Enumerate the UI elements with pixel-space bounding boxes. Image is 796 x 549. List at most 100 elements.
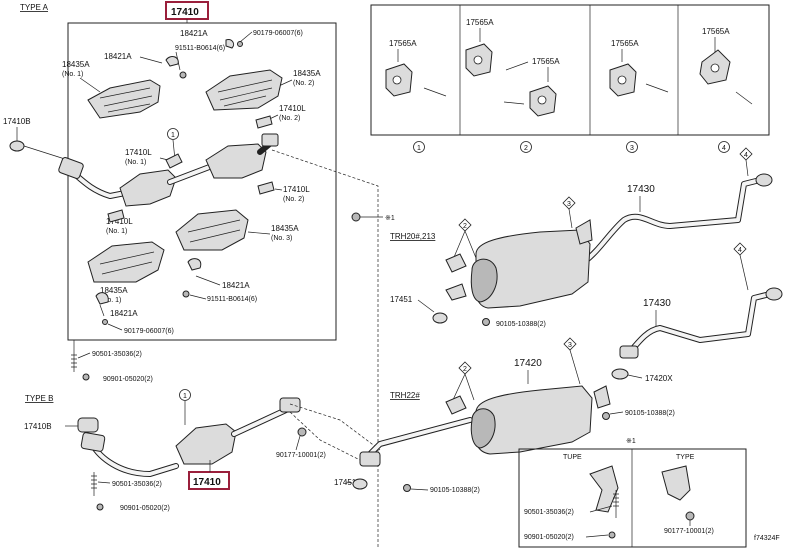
clamp-18421A-a	[165, 56, 179, 67]
flange-upper	[445, 283, 467, 301]
inset-right-bracket	[661, 465, 691, 501]
svg-text:4: 4	[722, 145, 726, 152]
part-90177-2[interactable]: 90177-10001(2)	[664, 528, 714, 535]
part-17565A-3[interactable]: 17565A	[532, 57, 560, 66]
bracket-17410L-4	[107, 209, 125, 223]
inset-star: ※1	[626, 438, 636, 445]
part-17410B-b[interactable]: 17410B	[24, 422, 52, 431]
callout-4-insulator	[718, 141, 730, 153]
inset-right-title: TYPE	[676, 454, 695, 461]
part-17410B[interactable]: 17410B	[3, 117, 31, 126]
part-90177-1[interactable]: 90177-10001(2)	[276, 452, 326, 459]
part-18435A-4[interactable]: 18435A	[100, 286, 128, 295]
svg-text:1: 1	[417, 145, 421, 152]
part-17430-2[interactable]: 17430	[643, 298, 671, 309]
bracket-17410L-3	[257, 181, 275, 195]
engine-label-trh: TRH22#	[390, 391, 420, 400]
part-90179-2[interactable]: 90179-06007(6)	[124, 328, 174, 335]
part-17420[interactable]: 17420	[514, 358, 542, 369]
stud-90501-b	[91, 472, 97, 496]
part-17565A-2[interactable]: 17565A	[466, 18, 494, 27]
hanger-upper-a	[445, 253, 467, 273]
spring-90901-a	[82, 373, 90, 381]
part-17410-top[interactable]: 17410	[171, 7, 199, 18]
nut-90179-lower	[102, 319, 108, 325]
part-18421A-4[interactable]: 18421A	[110, 309, 138, 318]
part-18421A-1[interactable]: 18421A	[180, 29, 208, 38]
clamp-18421A-c	[187, 258, 202, 271]
callout-1-typeb	[179, 389, 191, 401]
bolt-90105-upper	[482, 318, 490, 326]
clamp-18421A-b	[225, 39, 235, 49]
nut-90177-inset	[685, 511, 695, 521]
bracket-17410L-2-top	[255, 115, 273, 129]
svg-text:3: 3	[568, 342, 572, 349]
part-17565A-5[interactable]: 17565A	[702, 27, 730, 36]
part-90501-2[interactable]: 90501-35036(2)	[112, 481, 162, 488]
part-17451-2[interactable]: 17451	[334, 478, 357, 487]
part-17430-1[interactable]: 17430	[627, 184, 655, 195]
svg-text:1: 1	[183, 393, 187, 400]
stud-90501-inset	[613, 490, 619, 518]
part-17565A-4[interactable]: 17565A	[611, 39, 639, 48]
converter-body-2-typea	[205, 143, 267, 179]
stud-90501-a	[71, 352, 77, 372]
type-a-label: TYPE A	[20, 3, 49, 12]
part-18421A-3[interactable]: 18421A	[222, 281, 250, 290]
nut-star	[351, 212, 361, 222]
part-17410L-2-no: (No. 2)	[279, 115, 300, 122]
part-90501-3[interactable]: 90501-35036(2)	[524, 509, 574, 516]
part-18435A-2[interactable]: 18435A	[293, 69, 321, 78]
part-17410-bottom[interactable]: 17410	[193, 477, 221, 488]
part-17410L-1-no: (No. 1)	[125, 159, 146, 166]
spring-90901-b	[96, 503, 104, 511]
part-90179-1[interactable]: 90179-06007(6)	[253, 30, 303, 37]
clamp-18421A-d	[95, 292, 109, 305]
svg-text:3: 3	[567, 201, 571, 208]
figure-id: f74324F	[754, 535, 780, 542]
part-17410L-4[interactable]: 17410L	[106, 217, 133, 226]
part-90901-3[interactable]: 90901-05020(2)	[524, 534, 574, 541]
gasket-17410B-b	[77, 417, 99, 433]
part-17420X[interactable]: 17420X	[645, 374, 673, 383]
flange-typea	[58, 157, 84, 179]
gasket-17451-lower	[352, 478, 368, 490]
svg-text:2: 2	[524, 145, 528, 152]
inset-left-title: TUPE	[563, 454, 582, 461]
converter-body-typeb	[175, 423, 237, 465]
hanger-bracket-upper	[575, 219, 593, 245]
part-17565A-1[interactable]: 17565A	[389, 39, 417, 48]
rear-flange-typeb	[279, 397, 301, 413]
gasket-17420X	[611, 368, 629, 380]
part-17410L-3[interactable]: 17410L	[283, 185, 310, 194]
gasket-17410B	[9, 140, 25, 152]
part-91511-2[interactable]: 91511-B0614(6)	[207, 296, 257, 303]
part-18435A-3[interactable]: 18435A	[271, 224, 299, 233]
part-90901-2[interactable]: 90901-05020(2)	[120, 505, 170, 512]
hanger-lower	[445, 395, 467, 415]
part-18435A-1[interactable]: 18435A	[62, 60, 90, 69]
part-90105-3[interactable]: 90105-10388(2)	[430, 487, 480, 494]
part-17410L-2[interactable]: 17410L	[279, 104, 306, 113]
part-18421A-2[interactable]: 18421A	[104, 52, 132, 61]
part-90105-2[interactable]: 90105-10388(2)	[625, 410, 675, 417]
part-17451-1[interactable]: 17451	[390, 295, 413, 304]
heat-shield-no3	[175, 209, 249, 251]
part-90901-1[interactable]: 90901-05020(2)	[103, 376, 153, 383]
bolt-90105-mid	[602, 412, 610, 420]
type-a-frame	[67, 22, 337, 341]
highlight-box-bottom	[188, 471, 230, 490]
part-90105-1[interactable]: 90105-10388(2)	[496, 321, 546, 328]
tail-tip-upper	[755, 173, 773, 187]
callout-2-insulator	[520, 141, 532, 153]
engine-label-trn: TRH20#,213	[390, 232, 436, 241]
part-17410L-4-no: (No. 1)	[106, 228, 127, 235]
part-17410L-1[interactable]: 17410L	[125, 148, 152, 157]
part-90501-1[interactable]: 90501-35036(2)	[92, 351, 142, 358]
bolt-91511-top	[179, 71, 187, 79]
callout-1-insulator	[413, 141, 425, 153]
svg-text:4: 4	[744, 152, 748, 159]
part-91511-1[interactable]: 91511-B0614(6)	[175, 45, 225, 52]
star-mark-1: ※1	[385, 215, 395, 222]
